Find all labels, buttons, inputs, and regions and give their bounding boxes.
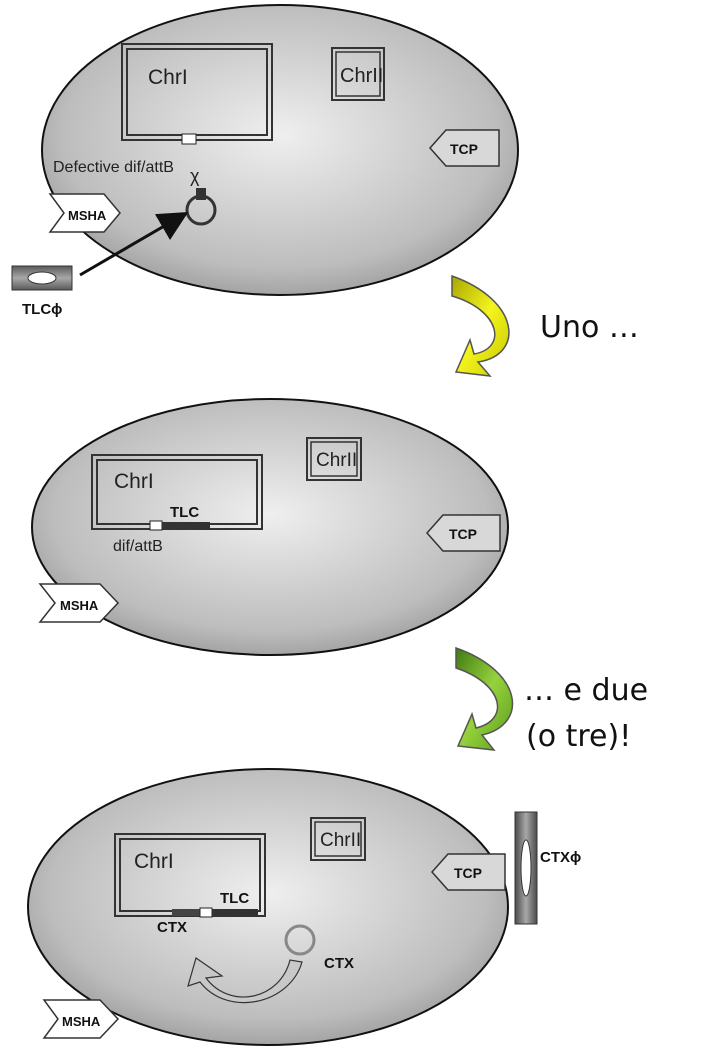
caption-step-2-line-2: (o tre)!: [526, 719, 631, 754]
cell-2: ChrI TLC dif/attB ChrII TCP MSHA: [31, 398, 509, 656]
chr1-box: [121, 43, 273, 145]
step-arrow-1: [451, 274, 510, 377]
msha-label-2: MSHA: [60, 598, 99, 613]
chr2-label-2: ChrII: [316, 450, 357, 471]
chr1-label: ChrI: [148, 66, 188, 89]
chr2-label-3: ChrII: [320, 830, 361, 851]
caption-step-2-line-1: … e due: [524, 673, 648, 708]
tcp-label: TCP: [450, 141, 478, 157]
chi-label: χ: [190, 166, 200, 186]
step-arrow-2: [455, 646, 514, 751]
tlc-plasmid: [185, 188, 217, 226]
ctx-phage-label: CTXϕ: [540, 849, 581, 866]
tcp-tag: [428, 129, 500, 167]
defective-dif-attb-label: Defective dif/attB: [53, 159, 174, 176]
msha-tag-2: [38, 583, 120, 623]
cell-1: ChrI ChrII Defective dif/attB χ TCP MSHA: [11, 4, 519, 318]
msha-label: MSHA: [68, 208, 107, 223]
att-site-marker: [181, 133, 197, 145]
tlc-phage: [11, 265, 73, 291]
tlc-label-3: TLC: [220, 890, 249, 907]
infection-arrow: [79, 211, 189, 277]
tcp-label-3: TCP: [454, 865, 482, 881]
msha-tag-3: [42, 999, 120, 1039]
tcp-tag-2: [425, 514, 501, 552]
ctx-plasmid: [284, 924, 316, 956]
replication-arrow: [187, 957, 303, 1004]
integrated-ctx-tlc: [172, 907, 258, 918]
ctx-phage: [514, 811, 538, 925]
caption-step-1: Uno …: [540, 310, 639, 345]
integrated-tlc: [149, 520, 210, 531]
chr2-box-3: [310, 817, 366, 861]
chr2-label: ChrII: [340, 65, 383, 87]
tlc-phage-label: TLCϕ: [22, 301, 62, 318]
chr2-box: [331, 47, 385, 101]
tcp-tag-3: [430, 853, 506, 891]
dif-attb-label: dif/attB: [113, 538, 163, 555]
chr2-box-2: [306, 437, 362, 481]
ctx-label-3: CTX: [157, 919, 187, 936]
cell-3: ChrI TLC CTX ChrII CTX TCP MSHA: [27, 768, 509, 1046]
cell-2-body: [31, 398, 509, 656]
msha-tag: [48, 193, 121, 233]
tlc-label-2: TLC: [170, 504, 199, 521]
ctx-plasmid-label: CTX: [324, 955, 354, 972]
msha-label-3: MSHA: [62, 1014, 101, 1029]
tcp-label-2: TCP: [449, 526, 477, 542]
chr1-label-2: ChrI: [114, 470, 154, 493]
chr1-label-3: ChrI: [134, 850, 174, 873]
